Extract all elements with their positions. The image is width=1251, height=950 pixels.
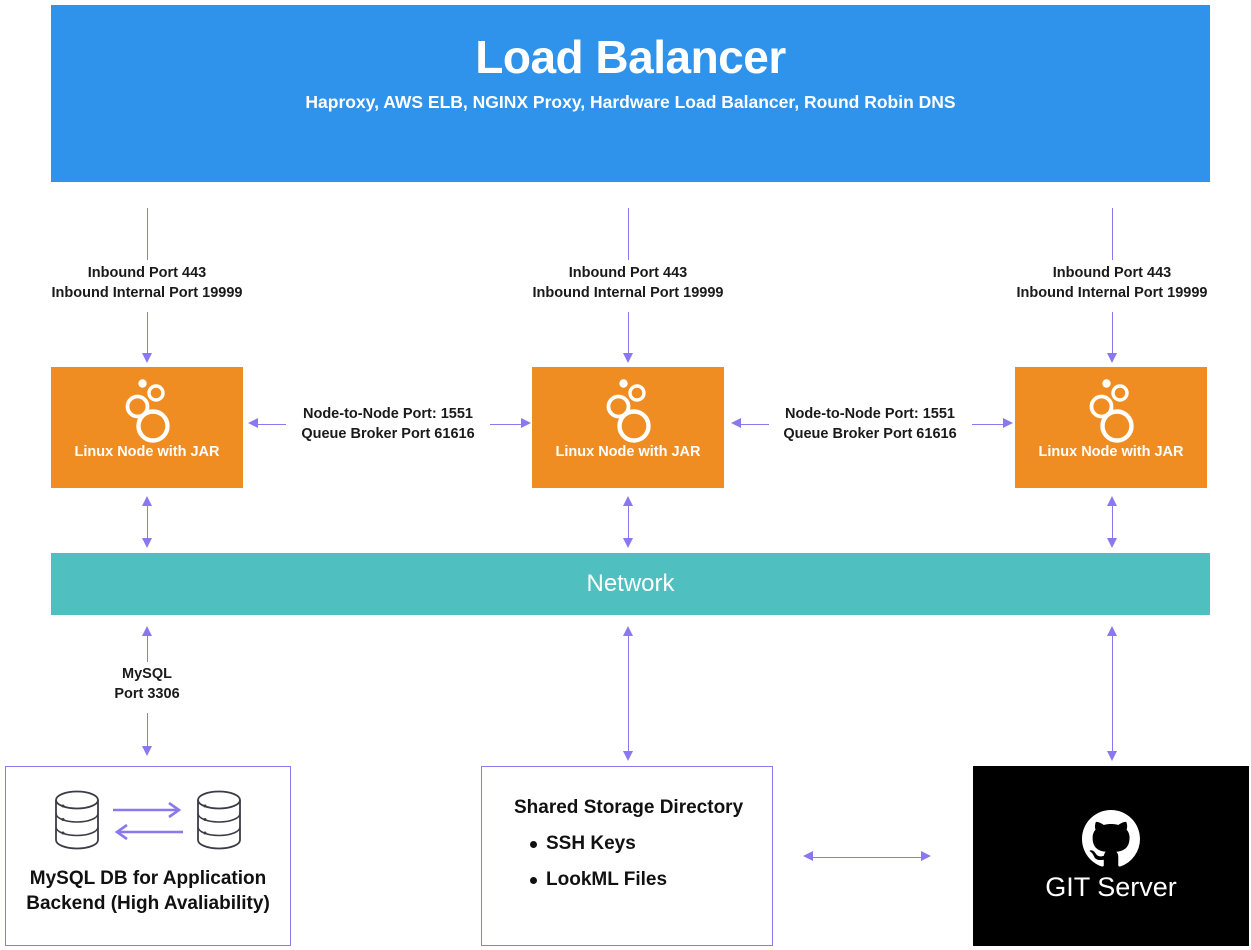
arrow-head-network-storage-down	[622, 751, 633, 761]
arrow-head-node2-network-up	[622, 496, 633, 506]
list-item: SSH Keys	[530, 833, 772, 855]
linux-node-1: Linux Node with JAR	[51, 367, 243, 488]
connector-network-storage	[628, 635, 629, 753]
arrow-head-storage-git-left	[803, 851, 813, 861]
connector-network-git	[1112, 635, 1113, 753]
load-balancer-box: Load Balancer Haproxy, AWS ELB, NGINX Pr…	[51, 5, 1210, 182]
arrow-head-node3-network-up	[1106, 496, 1117, 506]
db-replication-graphic	[51, 789, 245, 851]
connector-network-db-upper	[147, 635, 148, 662]
inbound-label-1: Inbound Port 443 Inbound Internal Port 1…	[51, 265, 243, 301]
arrow-head-network-git-down	[1106, 751, 1117, 761]
looker-bubbles-icon	[125, 379, 170, 443]
git-server-box: GIT Server	[973, 766, 1249, 946]
connector-storage-git	[812, 856, 922, 858]
connector-node2-node3-right	[972, 423, 1003, 425]
inbound-label-3: Inbound Port 443 Inbound Internal Port 1…	[1016, 265, 1208, 301]
bidirectional-arrows-icon	[113, 802, 183, 841]
github-octocat-icon	[1082, 809, 1140, 867]
linux-node-2-label: Linux Node with JAR	[555, 444, 701, 460]
arrow-head-node1-network-up	[141, 496, 152, 506]
load-balancer-subtitle: Haproxy, AWS ELB, NGINX Proxy, Hardware …	[305, 92, 956, 113]
bullet-icon	[530, 840, 537, 848]
mysql-db-box: MySQL DB for Application Backend (High A…	[5, 766, 291, 946]
arrow-head-node3-network-down	[1106, 538, 1117, 548]
linux-node-2: Linux Node with JAR	[532, 367, 724, 488]
arrow-head-node1-network-down	[141, 538, 152, 548]
network-label: Network	[586, 570, 675, 597]
database-cylinder-icon	[55, 790, 99, 850]
database-cylinder-icon	[197, 790, 241, 850]
arrow-head-node3-right	[1003, 418, 1013, 428]
connector-lb-node-2-upper	[628, 208, 629, 260]
linux-node-3-label: Linux Node with JAR	[1038, 444, 1184, 460]
connector-node3-network	[1112, 505, 1113, 540]
shared-storage-item-label: SSH Keys	[546, 833, 636, 854]
connector-node2-network	[628, 505, 629, 540]
connector-node1-network	[147, 505, 148, 540]
shared-storage-box: Shared Storage Directory SSH Keys LookML…	[481, 766, 773, 946]
network-box: Network	[51, 553, 1210, 615]
shared-storage-title: Shared Storage Directory	[514, 797, 744, 818]
connector-node1-node2-right	[490, 423, 521, 425]
arrow-head-network-git-up	[1106, 626, 1117, 636]
connector-node2-node3-left	[741, 423, 769, 425]
node-to-node-label-2: Node-to-Node Port: 1551 Queue Broker Por…	[783, 406, 957, 442]
shared-storage-item-label: LookML Files	[546, 869, 668, 890]
git-server-label: GIT Server	[1045, 871, 1177, 902]
arrow-head-node2-left	[521, 418, 531, 428]
looker-bubbles-icon	[1089, 379, 1134, 443]
arrow-head-node2-right	[731, 418, 741, 428]
arrow-head-storage-git-right	[921, 851, 931, 861]
connector-lb-node-3-upper	[1112, 208, 1113, 260]
arrow-head-network-db-up	[141, 626, 152, 636]
arrow-head-lb-node-1	[141, 353, 152, 363]
connector-lb-node-3-lower	[1112, 312, 1113, 356]
connector-node1-node2-left	[258, 423, 286, 425]
connector-lb-node-2-lower	[628, 312, 629, 356]
arrow-head-node2-network-down	[622, 538, 633, 548]
connector-lb-node-1-lower	[147, 312, 148, 356]
looker-bubbles-icon	[606, 379, 651, 443]
arrow-head-network-db-down	[141, 746, 152, 756]
mysql-db-caption: MySQL DB for Application Backend (High A…	[26, 868, 270, 914]
inbound-label-2: Inbound Port 443 Inbound Internal Port 1…	[532, 265, 724, 301]
arrow-head-network-storage-up	[622, 626, 633, 636]
load-balancer-title: Load Balancer	[475, 31, 786, 83]
node-to-node-label-1: Node-to-Node Port: 1551 Queue Broker Por…	[301, 406, 475, 442]
bullet-icon	[530, 876, 537, 884]
arrow-head-node1-left	[248, 418, 258, 428]
arrow-head-lb-node-2	[622, 353, 633, 363]
connector-network-db-lower	[147, 713, 148, 748]
shared-storage-list: SSH Keys LookML Files	[514, 833, 772, 891]
connector-lb-node-1-upper	[147, 208, 148, 260]
linux-node-1-label: Linux Node with JAR	[74, 444, 220, 460]
arrow-head-lb-node-3	[1106, 353, 1117, 363]
linux-node-3: Linux Node with JAR	[1015, 367, 1207, 488]
mysql-link-label: MySQL Port 3306	[114, 666, 180, 702]
list-item: LookML Files	[530, 869, 772, 891]
